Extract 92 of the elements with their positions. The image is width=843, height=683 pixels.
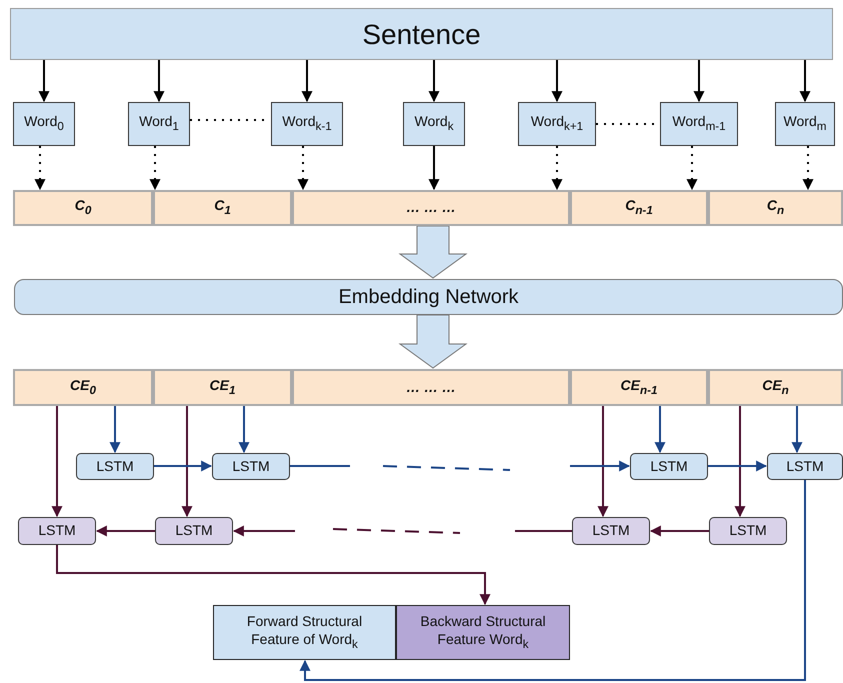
lstm-box: [709, 517, 787, 545]
block-arrow: [398, 226, 468, 279]
node-label: LSTM: [592, 522, 630, 540]
arrow: [96, 526, 155, 536]
node-label: C$_{n-1}$: [625, 197, 653, 219]
node-label: Word$_{k+1}$: [530, 113, 584, 135]
lstm-box: [76, 453, 154, 480]
arrow: [800, 60, 810, 102]
node-label: Word$_{k-1}$: [282, 113, 332, 135]
node-label: … … …: [406, 378, 456, 396]
vector-cell: [708, 369, 843, 406]
lstm-box: [572, 517, 650, 545]
vector-cell: [153, 190, 292, 226]
arrow: [598, 406, 608, 518]
feature-box: [396, 605, 570, 660]
node-label: CE$_{n-1}$: [620, 376, 658, 398]
connector-line: [515, 530, 572, 532]
lstm-box: [767, 453, 843, 480]
arrow: [734, 406, 746, 518]
word-box: [128, 102, 190, 146]
connector-line: [290, 465, 350, 467]
vector-cell: [153, 369, 292, 406]
word-box: [13, 102, 75, 146]
node-label: CE$_{n}$: [762, 376, 789, 398]
node-label: Word$_{m}$: [784, 113, 826, 135]
arrow: [52, 406, 62, 518]
dotted-arrow: [552, 146, 562, 190]
node-label: CE$_{1}$: [210, 376, 236, 398]
lstm-box: [212, 453, 290, 480]
dotted-arrow: [34, 146, 46, 190]
node-label: Backward Structural Feature Word$_{k}$: [419, 613, 547, 652]
arrow: [302, 60, 312, 102]
node-label: C$_{0}$: [74, 197, 92, 219]
vector-cell: [708, 190, 843, 226]
vector-cell: [292, 369, 570, 406]
node-label: Word$_{1}$: [139, 113, 179, 135]
word-box: [660, 102, 738, 146]
node-label: Word$_{k}$: [414, 113, 454, 135]
vector-cell: [13, 190, 153, 226]
arrow: [654, 406, 666, 454]
node-label: LSTM: [96, 458, 134, 476]
node-label: LSTM: [729, 522, 767, 540]
arrow: [182, 406, 192, 518]
node-label: Word$_{0}$: [24, 113, 64, 135]
arrow: [428, 146, 440, 190]
vector-cell: [570, 190, 708, 226]
dotted-arrow: [298, 146, 308, 190]
arrow: [570, 460, 630, 472]
arrow: [110, 406, 120, 454]
node-label: LSTM: [232, 458, 270, 476]
arrow: [650, 526, 709, 536]
node-label: … … …: [406, 199, 456, 217]
word-box: [775, 102, 835, 146]
arrow: [38, 60, 50, 102]
lstm-box: [630, 453, 708, 480]
node-label: CE$_{0}$: [70, 376, 96, 398]
vector-cell: [292, 190, 570, 226]
word-box: [403, 102, 465, 146]
arrow: [232, 526, 295, 536]
node-label: Word$_{m-1}$: [672, 113, 726, 135]
dotted-arrow: [802, 146, 814, 190]
arrow: [154, 60, 164, 102]
block-arrow: [398, 314, 468, 369]
network-bar: [14, 279, 843, 315]
word-box: [271, 102, 343, 146]
node-label: LSTM: [38, 522, 76, 540]
lstm-box: [155, 517, 233, 545]
feature-box: [213, 605, 396, 660]
arrow: [694, 60, 704, 102]
vector-cell: [13, 369, 153, 406]
node-label: LSTM: [786, 458, 824, 476]
arrow: [792, 406, 802, 454]
arrow: [708, 460, 768, 472]
arrow: [428, 60, 440, 102]
arrow: [154, 460, 212, 472]
node-label: C$_{1}$: [214, 197, 231, 219]
dotted-arrow: [686, 146, 698, 190]
vector-cell: [570, 369, 708, 406]
arrow: [238, 406, 250, 454]
dotted-arrow: [150, 146, 160, 190]
arrow: [56, 545, 490, 606]
lstm-box: [18, 517, 96, 545]
arrow: [552, 60, 562, 102]
sentence-banner: [10, 8, 833, 60]
node-label: C$_{n}$: [766, 197, 784, 219]
node-label: LSTM: [175, 522, 213, 540]
node-label: LSTM: [650, 458, 688, 476]
arrow: [300, 480, 806, 681]
node-label: Forward Structural Feature of Word$_{k}$: [246, 613, 364, 652]
banner-title: Sentence: [362, 18, 481, 52]
word-box: [518, 102, 596, 146]
node-label: Embedding Network: [338, 284, 519, 310]
